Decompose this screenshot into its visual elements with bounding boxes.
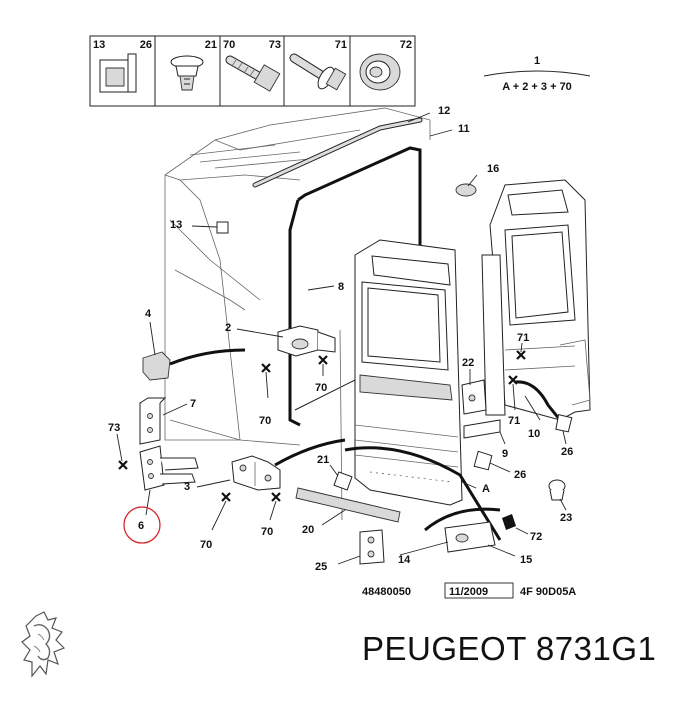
clip-part-icon xyxy=(99,53,137,93)
legend-box-2-right: 21 xyxy=(205,39,217,51)
assembly-formula: 1 A + 2 + 3 + 70 xyxy=(483,55,591,93)
highlight-circle xyxy=(123,506,161,544)
bolt-icon xyxy=(225,55,281,92)
legend-strip: 13 26 21 70 73 71 72 xyxy=(89,35,416,107)
fastener-marks xyxy=(118,350,526,502)
diagram-reference: 48480050 11/2009 4F 90D05A xyxy=(362,582,576,599)
callout-22: 22 xyxy=(462,357,474,369)
callout-2: 2 xyxy=(225,322,231,334)
callout-16: 16 xyxy=(487,163,499,175)
callout-70-mid: 70 xyxy=(259,415,271,427)
brand-caption: PEUGEOT 8731G1 xyxy=(362,630,657,667)
part-13-marker xyxy=(216,221,229,234)
callout-25: 25 xyxy=(315,561,327,573)
callout-72: 72 xyxy=(530,531,542,543)
callout-7: 7 xyxy=(190,398,196,410)
callout-23: 23 xyxy=(560,512,572,524)
bracket-part-21 xyxy=(333,471,353,491)
peugeot-lion-logo xyxy=(21,611,66,678)
callout-21: 21 xyxy=(317,454,329,466)
striker-part-14-15 xyxy=(444,521,496,553)
callout-71-lower: 71 xyxy=(508,415,520,427)
ref-code: 4F 90D05A xyxy=(520,586,576,598)
roof-rail-part xyxy=(252,117,423,188)
callout-10: 10 xyxy=(528,428,540,440)
callout-14: 14 xyxy=(398,554,411,566)
push-rivet-icon xyxy=(170,55,204,91)
callout-71-upper: 71 xyxy=(517,332,529,344)
clip-part-26 xyxy=(473,414,573,471)
callout-15: 15 xyxy=(520,554,532,566)
callout-70-right: 70 xyxy=(261,526,273,538)
ref-date: 11/2009 xyxy=(449,586,488,598)
callout-26-right: 26 xyxy=(561,446,573,458)
right-rear-door xyxy=(481,179,591,421)
hinge-part-2 xyxy=(277,325,336,357)
callout-70-upper: 70 xyxy=(315,382,327,394)
hinge-part-6 xyxy=(139,445,199,491)
assembly-number: 1 xyxy=(534,55,540,67)
van-body-outline xyxy=(164,107,431,446)
callout-4: 4 xyxy=(145,308,152,320)
callout-8: 8 xyxy=(338,281,344,293)
hinge-part-3 xyxy=(231,438,346,491)
latch-part-22 xyxy=(461,379,501,439)
sill-trim-part-20 xyxy=(295,487,401,523)
callout-11: 11 xyxy=(458,123,470,135)
callout-73: 73 xyxy=(108,422,120,434)
clip-part-72 xyxy=(502,514,516,530)
callout-20: 20 xyxy=(302,524,314,536)
bracket-part-25 xyxy=(359,529,385,565)
hinge-part-7 xyxy=(139,397,167,445)
grommet-icon xyxy=(359,53,401,91)
bump-stop-part-23 xyxy=(548,479,566,501)
ref-number: 48480050 xyxy=(362,586,411,598)
legend-box-5-right: 72 xyxy=(400,39,412,51)
callout-13: 13 xyxy=(170,219,182,231)
callout-labels: 12 11 16 13 8 4 2 70 70 22 71 71 10 26 7… xyxy=(108,105,573,573)
left-rear-door xyxy=(339,239,502,541)
legend-box-3-left: 70 xyxy=(223,39,235,51)
callout-3: 3 xyxy=(184,481,190,493)
cable-part-10 xyxy=(514,380,562,421)
callout-6: 6 xyxy=(138,520,144,532)
check-strap-part-4 xyxy=(142,348,246,381)
legend-box-1-left: 13 xyxy=(93,39,105,51)
plug-part-16 xyxy=(455,183,477,197)
callout-A: A xyxy=(482,483,490,495)
legend-box-3-right: 73 xyxy=(269,39,281,51)
callout-12: 12 xyxy=(438,105,450,117)
callout-26-lower: 26 xyxy=(514,469,526,481)
assembly-formula-text: A + 2 + 3 + 70 xyxy=(502,81,572,93)
legend-box-1-right: 26 xyxy=(140,39,152,51)
legend-box-4-right: 71 xyxy=(335,39,347,51)
leader-lines xyxy=(116,112,567,565)
washer-bolt-icon xyxy=(289,53,347,91)
callout-70-left: 70 xyxy=(200,539,212,551)
callout-9: 9 xyxy=(502,448,508,460)
